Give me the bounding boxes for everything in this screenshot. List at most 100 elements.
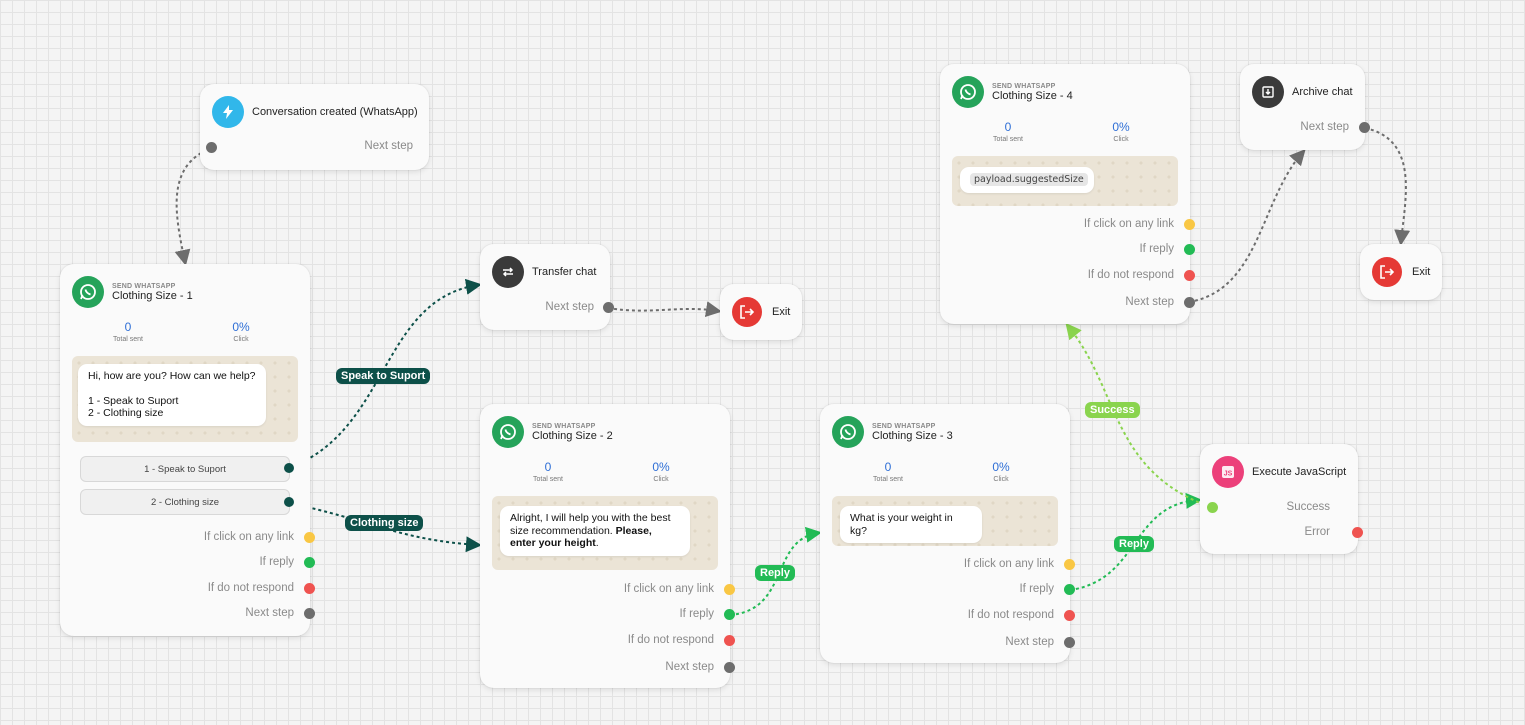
message-bubble: What is your weight in kg?: [840, 506, 982, 543]
out-noresp-label: If do not respond: [207, 582, 294, 594]
total-sent-label: Total sent: [113, 336, 143, 343]
out-noresp-label: If do not respond: [1087, 269, 1174, 281]
click-value: 0%: [652, 460, 670, 474]
out-link-label: If click on any link: [623, 583, 714, 595]
transfer-chat-node[interactable]: Transfer chat Next step: [480, 244, 614, 330]
edge-node4-to-archive: [1188, 149, 1306, 303]
exit-node-1[interactable]: Exit: [720, 284, 802, 340]
edge-label-clothing[interactable]: Clothing size: [345, 515, 424, 531]
archive-next-handle[interactable]: [1359, 122, 1370, 133]
out-link-handle[interactable]: [1064, 559, 1075, 570]
message-bold-text: Please,: [615, 524, 652, 537]
archive-next-label: Next step: [1300, 121, 1349, 133]
out-reply-label: If reply: [1139, 243, 1174, 255]
out-link-label: If click on any link: [203, 531, 294, 543]
exit-icon: [1372, 257, 1402, 287]
edge-js-success-to-node4: [1065, 322, 1211, 508]
out-reply-handle[interactable]: [724, 609, 735, 620]
click-label: Click: [993, 476, 1009, 483]
whatsapp-node-3[interactable]: SEND WHATSAPP Clothing Size - 3 0 Total …: [820, 404, 1075, 663]
total-sent-value: 0: [124, 320, 132, 334]
trigger-input-handle[interactable]: [206, 142, 217, 153]
message-preview: What is your weight in kg?: [832, 496, 1058, 546]
archive-chat-node[interactable]: Archive chat Next step: [1240, 64, 1370, 150]
out-reply-handle[interactable]: [304, 557, 315, 568]
message-line: 2 - Clothing size: [88, 407, 164, 419]
node-kind: SEND WHATSAPP: [992, 82, 1056, 90]
edge-trigger-to-node1: [174, 147, 213, 266]
out-noresp-handle[interactable]: [1064, 610, 1075, 621]
trigger-node[interactable]: Conversation created (WhatsApp) Next ste…: [200, 84, 429, 170]
out-next-handle[interactable]: [724, 662, 735, 673]
out-next-handle[interactable]: [1064, 637, 1075, 648]
out-noresp-label: If do not respond: [967, 609, 1054, 621]
out-link-handle[interactable]: [1184, 219, 1195, 230]
click-value: 0%: [232, 320, 250, 334]
out-link-handle[interactable]: [724, 584, 735, 595]
js-error-label: Error: [1304, 526, 1330, 538]
exit-label: Exit: [772, 306, 791, 318]
whatsapp-node-2[interactable]: SEND WHATSAPP Clothing Size - 2 0 Total …: [480, 404, 735, 688]
total-sent-value: 0: [884, 460, 892, 474]
option-button-2[interactable]: 2 - Clothing size: [80, 489, 290, 515]
out-reply-handle[interactable]: [1064, 584, 1075, 595]
js-success-label: Success: [1286, 501, 1330, 513]
trigger-next-label: Next step: [364, 140, 413, 152]
out-reply-label: If reply: [259, 556, 294, 568]
out-link-label: If click on any link: [963, 558, 1054, 570]
option1-handle[interactable]: [284, 463, 294, 473]
archive-title: Archive chat: [1292, 86, 1353, 98]
out-reply-handle[interactable]: [1184, 244, 1195, 255]
option-button-1[interactable]: 1 - Speak to Suport: [80, 456, 290, 482]
edge-transfer-to-exit: [607, 301, 722, 318]
payload-variable-chip: payload.suggestedSize: [970, 173, 1088, 186]
edge-label-reply-1[interactable]: Reply: [755, 565, 795, 581]
out-noresp-label: If do not respond: [627, 634, 714, 646]
edge-label-reply-2[interactable]: Reply: [1114, 536, 1154, 552]
archive-icon: [1252, 76, 1284, 108]
message-bubble: Hi, how are you? How can we help? 1 - Sp…: [78, 364, 266, 426]
out-noresp-handle[interactable]: [724, 635, 735, 646]
execute-javascript-node[interactable]: JS Execute JavaScript Success Error: [1200, 444, 1363, 554]
message-line: Hi, how are you? How can we help?: [88, 370, 256, 382]
message-bold-text: enter your height: [510, 537, 596, 549]
click-value: 0%: [1112, 120, 1130, 134]
message-text: .: [595, 537, 599, 549]
transfer-title: Transfer chat: [532, 266, 597, 278]
node-kind: SEND WHATSAPP: [532, 422, 596, 430]
out-next-label: Next step: [665, 661, 714, 673]
total-sent-value: 0: [1004, 120, 1012, 134]
transfer-next-handle[interactable]: [603, 302, 614, 313]
js-title: Execute JavaScript: [1252, 466, 1347, 478]
message-bubble: payload.suggestedSize: [960, 167, 1094, 193]
out-noresp-handle[interactable]: [1184, 270, 1195, 281]
javascript-icon: JS: [1212, 456, 1244, 488]
exit-node-2[interactable]: Exit: [1360, 244, 1442, 300]
total-sent-value: 0: [544, 460, 552, 474]
out-noresp-handle[interactable]: [304, 583, 315, 594]
message-preview: payload.suggestedSize: [952, 156, 1178, 206]
edge-label-speak[interactable]: Speak to Suport: [336, 368, 431, 384]
whatsapp-node-1[interactable]: SEND WHATSAPP Clothing Size - 1 0 Total …: [60, 264, 315, 636]
option2-handle[interactable]: [284, 497, 294, 507]
js-input-handle[interactable]: [1207, 502, 1218, 513]
out-link-handle[interactable]: [304, 532, 315, 543]
edge-label-success[interactable]: Success: [1085, 402, 1140, 418]
js-error-handle[interactable]: [1352, 527, 1363, 538]
out-reply-label: If reply: [679, 608, 714, 620]
message-preview: Hi, how are you? How can we help? 1 - Sp…: [72, 356, 298, 442]
transfer-icon: [492, 256, 524, 288]
lightning-icon: [212, 96, 244, 128]
node-title: Clothing Size - 4: [992, 89, 1073, 102]
out-next-handle[interactable]: [304, 608, 315, 619]
message-preview: Alright, I will help you with the best s…: [492, 496, 718, 570]
message-text: Alright, I will help you with the best s…: [510, 512, 671, 537]
node-kind: SEND WHATSAPP: [872, 422, 936, 430]
node-kind: SEND WHATSAPP: [112, 282, 176, 290]
out-next-handle[interactable]: [1184, 297, 1195, 308]
edge-archive-to-exit: [1364, 127, 1411, 246]
trigger-title: Conversation created (WhatsApp): [252, 106, 418, 118]
whatsapp-node-4[interactable]: SEND WHATSAPP Clothing Size - 4 0 Total …: [940, 64, 1195, 324]
click-value: 0%: [992, 460, 1010, 474]
node-title: Clothing Size - 1: [112, 289, 193, 302]
